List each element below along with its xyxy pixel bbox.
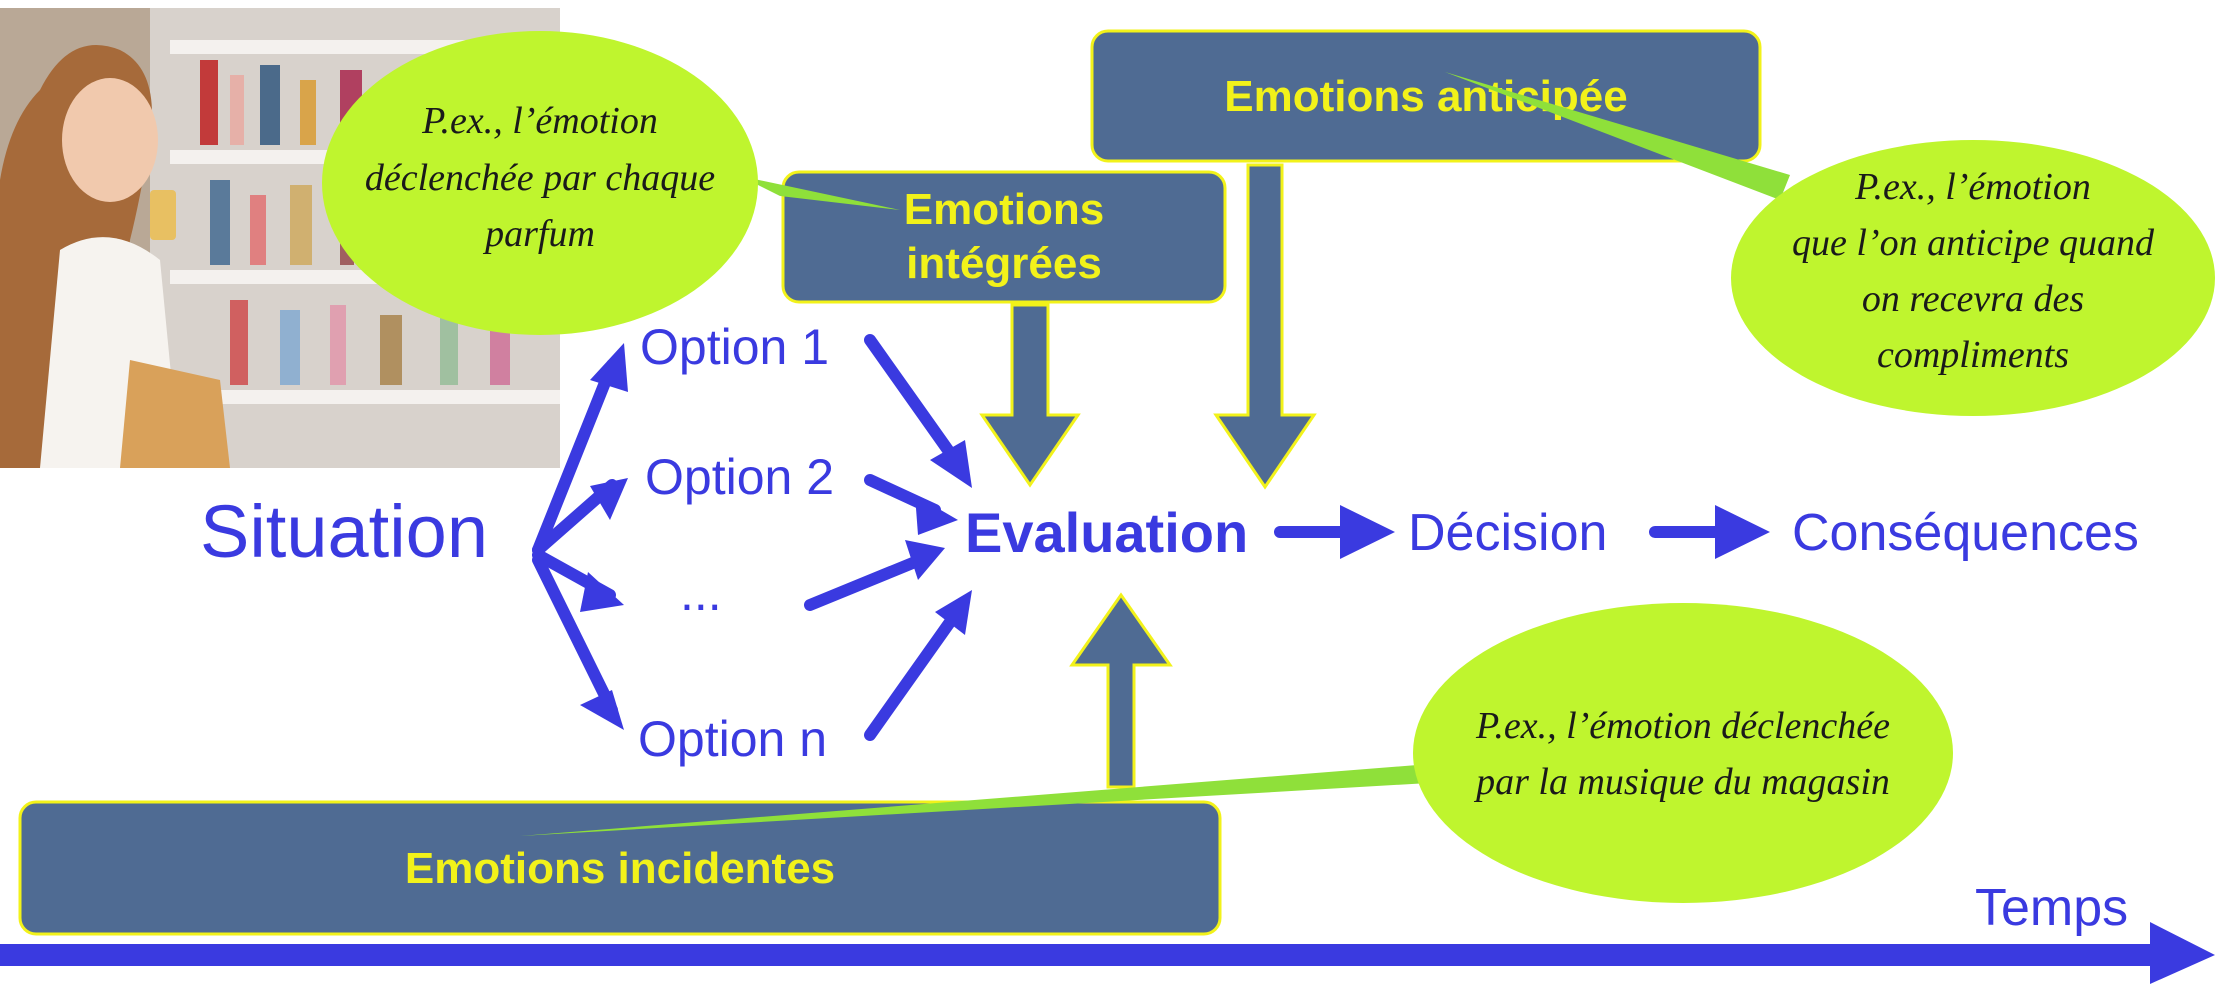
evaluation-arrowhead-4 xyxy=(935,590,972,635)
option-n-arrowhead xyxy=(580,690,624,730)
evaluation-arrowhead-2 xyxy=(915,495,958,535)
anticipated-to-evaluation-arrow xyxy=(1213,163,1317,490)
situation-to-option-1-arrow xyxy=(532,359,618,556)
option-ellipsis-to-evaluation-arrow xyxy=(804,554,926,611)
time-axis-arrow xyxy=(0,922,2215,984)
incidental-to-evaluation-arrow xyxy=(1069,592,1173,789)
decision-arrowhead xyxy=(1340,505,1395,559)
option-2-label: Option 2 xyxy=(645,449,834,505)
incidental-example-bubble: P.ex., l’émotion déclenchée par la musiq… xyxy=(520,603,1953,903)
anticipated-example-line-1: P.ex., l’émotion xyxy=(1854,166,2091,208)
anticipated-example-line-4: compliments xyxy=(1877,334,2069,376)
situation-label: Situation xyxy=(200,490,488,573)
incidental-emotions-label: Emotions incidentes xyxy=(405,844,835,893)
integrated-emotions-line-1: Emotions xyxy=(904,185,1104,234)
consequences-arrowhead xyxy=(1715,505,1770,559)
integrated-example-line-2: déclenchée par chaque xyxy=(365,157,715,199)
incidental-example-line-1: P.ex., l’émotion déclenchée xyxy=(1475,705,1890,747)
option-ellipsis-label: ... xyxy=(680,565,722,621)
situation-to-option-n-arrow xyxy=(532,554,618,716)
incidental-emotions-box: Emotions incidentes xyxy=(18,800,1222,936)
option-1-to-evaluation-arrow xyxy=(864,334,961,466)
anticipated-example-bubble: P.ex., l’émotion que l’on anticipe quand… xyxy=(1445,72,2215,416)
anticipated-example-line-2: que l’on anticipe quand xyxy=(1792,222,2155,264)
evaluation-label: Evaluation xyxy=(965,501,1248,564)
integrated-example-bubble: P.ex., l’émotion déclenchée par chaque p… xyxy=(322,31,900,335)
evaluation-arrowhead-1 xyxy=(930,440,972,488)
decision-label: Décision xyxy=(1408,504,1607,562)
time-label: Temps xyxy=(1975,879,2128,937)
evaluation-arrowhead-3 xyxy=(905,540,945,580)
integrated-to-evaluation-arrow xyxy=(979,303,1081,488)
integrated-example-line-1: P.ex., l’émotion xyxy=(421,100,658,142)
integrated-emotions-box: Emotions intégrées xyxy=(781,170,1227,304)
option-n-label: Option n xyxy=(638,711,827,767)
integrated-example-line-3: parfum xyxy=(482,213,595,255)
incidental-example-line-2: par la musique du magasin xyxy=(1473,761,1890,803)
option-1-label: Option 1 xyxy=(640,319,829,375)
option-1-arrowhead xyxy=(590,343,628,392)
option-2-arrowhead xyxy=(590,478,628,520)
consequences-label: Conséquences xyxy=(1792,504,2139,562)
option-n-to-evaluation-arrow xyxy=(864,609,961,741)
integrated-emotions-line-2: intégrées xyxy=(906,239,1102,288)
option-ellipsis-arrowhead xyxy=(580,572,624,612)
anticipated-example-line-3: on recevra des xyxy=(1862,278,2084,320)
